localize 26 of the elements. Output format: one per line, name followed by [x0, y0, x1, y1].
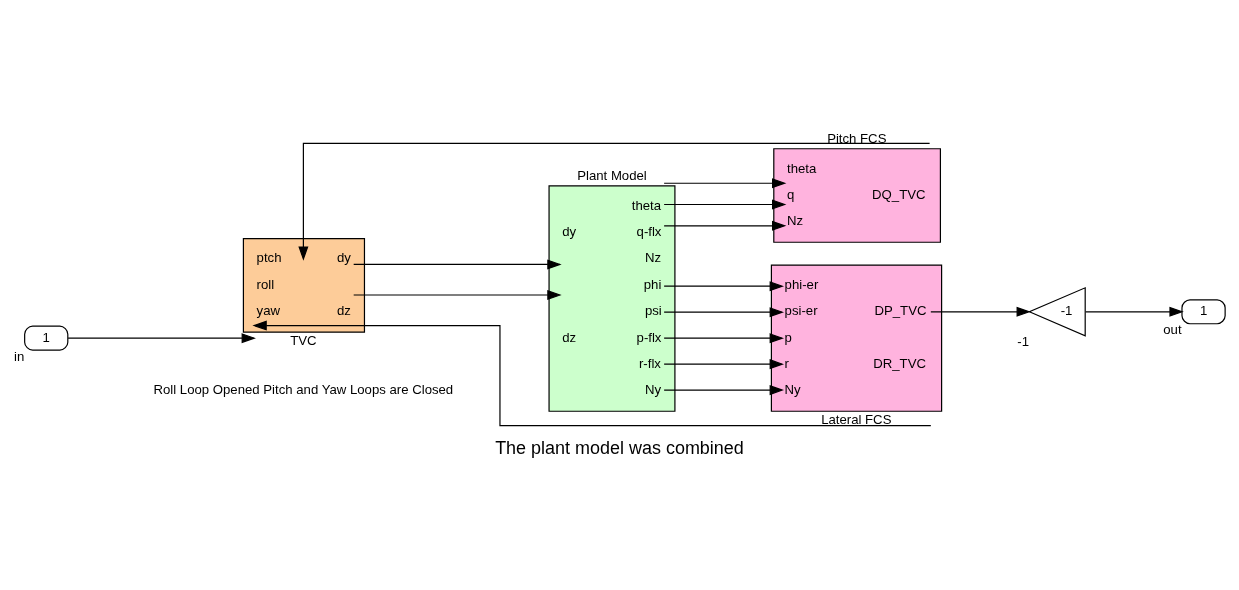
arrow: [353, 259, 562, 270]
node-label: Pitch FCS: [827, 130, 887, 146]
label: Roll Loop Opened Pitch and Yaw Loops are Closed: [153, 382, 454, 398]
node-label: Lateral FCS: [821, 412, 892, 428]
arrow: [930, 306, 1031, 317]
arrow: [663, 333, 784, 344]
arrow: [663, 220, 787, 231]
arrow: [663, 307, 784, 318]
arrow: [663, 199, 787, 210]
arrow: [298, 142, 931, 261]
arrow: [1085, 306, 1184, 317]
arrow: [663, 359, 784, 370]
node-label: in: [14, 348, 25, 364]
node-label: out: [1163, 322, 1182, 338]
arrow: [353, 289, 562, 301]
arrow: [663, 385, 784, 396]
arrow: [663, 178, 787, 189]
node-box: 1: [24, 325, 69, 351]
node-label: Plant Model: [577, 167, 647, 183]
arrow: [67, 333, 256, 344]
node-box: 1: [1181, 299, 1226, 325]
arrow: [252, 320, 932, 427]
arrow: [663, 281, 784, 292]
node-label: -1: [1017, 334, 1029, 350]
node-label: TVC: [290, 333, 317, 349]
caption: The plant model was combined: [495, 438, 744, 459]
